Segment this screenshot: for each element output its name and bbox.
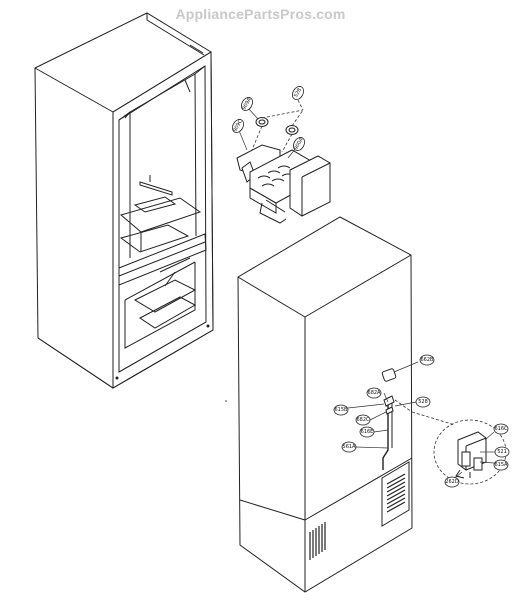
callout-561a: 561A (341, 441, 357, 453)
ice-maker-assembly (236, 99, 331, 224)
svg-text:528: 528 (418, 399, 428, 405)
callout-521: 521 (494, 446, 510, 458)
svg-text:662B: 662B (421, 357, 435, 363)
callout-528-top: 528 (292, 86, 304, 100)
callout-909c: 909C (232, 118, 244, 133)
svg-text:682A: 682A (368, 390, 382, 396)
refrigerator-cabinet-front (34, 12, 214, 389)
water-valve-detail (433, 419, 507, 485)
callout-682a: 682A (366, 387, 382, 399)
side-vent-slots (309, 522, 326, 560)
svg-text:900A: 900A (293, 136, 305, 151)
svg-text:615A: 615A (495, 462, 509, 468)
svg-text:615B: 615B (335, 407, 349, 413)
watermark-text: AppliancePartsPros.com (175, 6, 346, 22)
svg-text:909C: 909C (232, 118, 244, 133)
svg-text:528: 528 (293, 87, 303, 98)
callout-682c: 682C (355, 414, 371, 426)
callout-900a: 900A (293, 136, 305, 151)
callout-262d: 262D (444, 476, 460, 488)
svg-text:682C: 682C (356, 417, 370, 423)
callout-909a: 909A (241, 96, 253, 111)
callout-616e: 616E (359, 426, 375, 438)
callout-528-right: 528 (415, 396, 431, 408)
svg-text:616C: 616C (494, 426, 508, 432)
callout-662b: 662B (419, 354, 435, 366)
svg-text:561A: 561A (343, 444, 357, 450)
svg-text:262D: 262D (445, 479, 459, 485)
svg-text:616E: 616E (361, 429, 374, 435)
svg-text:909A: 909A (241, 96, 253, 111)
callout-615a: 615A (493, 459, 509, 471)
refrigerator-cabinet-rear (237, 216, 456, 593)
callout-616c: 616C (493, 423, 509, 435)
svg-text:521: 521 (497, 449, 507, 455)
rear-vent-slots (386, 473, 406, 513)
callout-615b: 615B (333, 404, 349, 416)
